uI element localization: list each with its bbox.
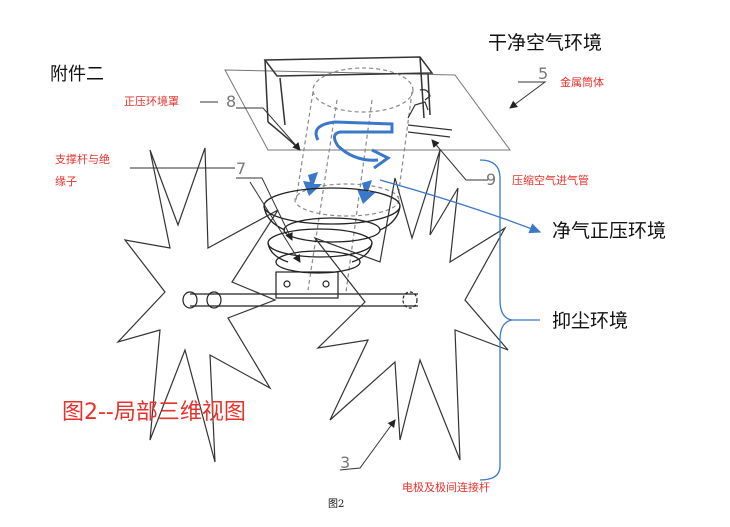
left-star-electrode bbox=[116, 147, 279, 463]
clean-gas-positive-pressure-label: 净气正压环境 bbox=[552, 220, 667, 242]
insulator-discs bbox=[263, 187, 401, 274]
airflow-swirl bbox=[314, 120, 394, 170]
right-star-electrode bbox=[313, 149, 509, 461]
support-rod-label-line2: 缘子 bbox=[55, 175, 77, 188]
connecting-rod bbox=[182, 271, 418, 309]
metal-cylinder-shape bbox=[294, 67, 414, 293]
figure-title: 图2--局部三维视图 bbox=[62, 400, 246, 425]
down-arrows bbox=[303, 172, 376, 204]
callout-9: 9 bbox=[486, 170, 497, 189]
compressed-air-inlet-label: 压缩空气进气管 bbox=[512, 174, 589, 187]
inlet-pipe bbox=[407, 89, 453, 138]
callout-8: 8 bbox=[226, 92, 237, 111]
callout-5: 5 bbox=[538, 64, 549, 83]
attachment-label: 附件二 bbox=[50, 64, 104, 85]
environment-brace bbox=[479, 159, 513, 481]
callout-leaders bbox=[130, 81, 547, 471]
figure-caption: 图2 bbox=[328, 499, 345, 510]
dust-suppression-label: 抑尘环境 bbox=[552, 310, 629, 332]
support-rod-label-line1: 支撑杆与绝 bbox=[55, 153, 110, 166]
positive-pressure-hood-label: 正压环境罩 bbox=[124, 95, 179, 108]
clean-air-label: 干净空气环境 bbox=[488, 32, 603, 54]
electrode-rod-label: 电极及极间连接杆 bbox=[402, 481, 490, 494]
clean-gas-arrow bbox=[379, 179, 542, 234]
callout-7: 7 bbox=[236, 159, 247, 178]
callout-3: 3 bbox=[340, 453, 351, 472]
metal-cylinder-label: 金属筒体 bbox=[560, 76, 604, 89]
